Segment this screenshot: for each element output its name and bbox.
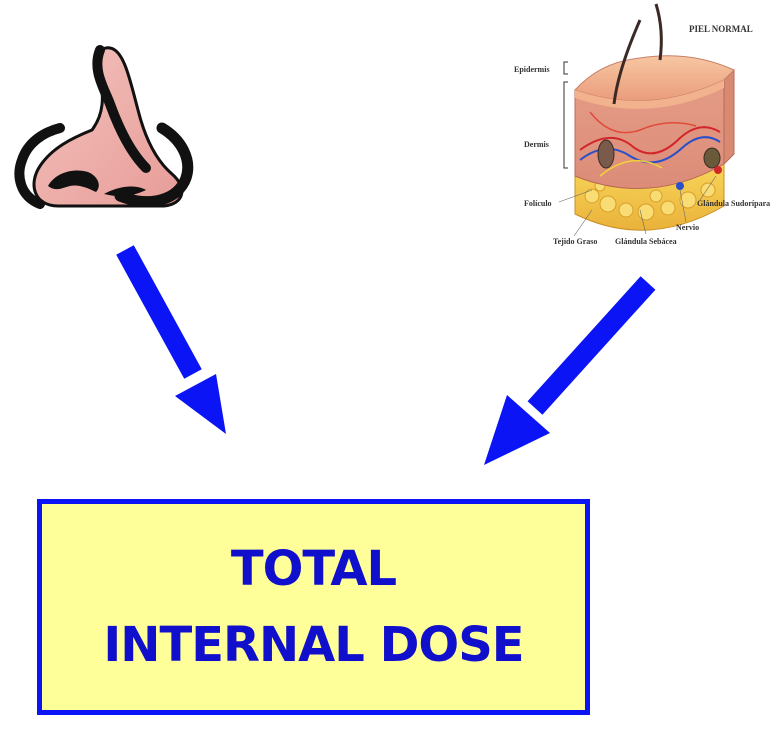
total-internal-dose-box: TOTAL INTERNAL DOSE bbox=[37, 499, 590, 715]
arrow-skin-to-dose bbox=[484, 283, 648, 465]
dose-title-line-2: INTERNAL DOSE bbox=[103, 607, 523, 683]
label-dermis: Dermis bbox=[524, 140, 549, 149]
nose-icon bbox=[19, 48, 187, 206]
label-glandula-sebacea: Glándula Sebácea bbox=[615, 237, 677, 246]
dose-title-line-1: TOTAL bbox=[231, 531, 396, 607]
arrow-nose-to-dose bbox=[125, 250, 226, 434]
skin-title: PIEL NORMAL bbox=[689, 24, 753, 34]
label-epidermis: Epidermis bbox=[514, 65, 550, 74]
label-foliculo: Folículo bbox=[524, 199, 552, 208]
label-glandula-sudoripara: Glándula Sudorípara bbox=[697, 199, 770, 208]
label-nervio: Nervio bbox=[676, 223, 699, 232]
label-tejido-graso: Tejido Graso bbox=[553, 237, 597, 246]
skin-cross-section-icon: PIEL NORMAL Epidermis Dermis Folículo Te… bbox=[514, 4, 770, 246]
